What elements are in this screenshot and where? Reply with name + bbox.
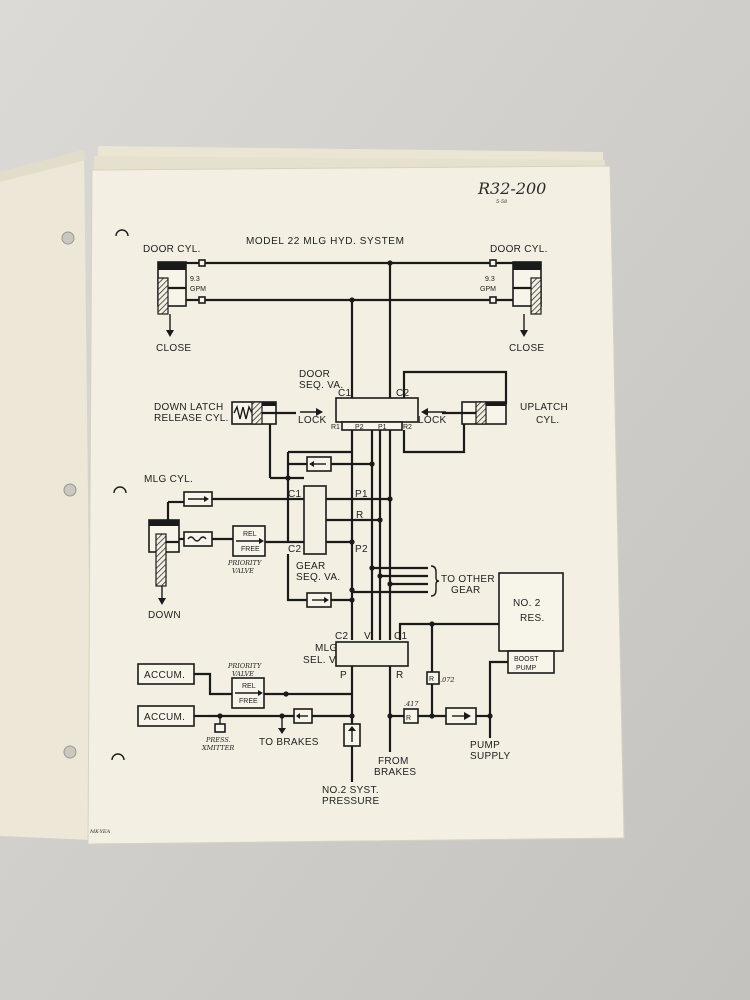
door-seq-label-1: DOOR <box>299 369 330 380</box>
gear-port-r: R <box>356 510 364 521</box>
mlg-selector-valve <box>335 641 409 667</box>
reservoir-label-1: NO. 2 <box>513 598 541 609</box>
gear-seq-lines <box>265 450 393 608</box>
from-brakes-label-1: FROM <box>378 756 409 767</box>
reservoir-label-2: RES. <box>520 613 545 624</box>
close-right-label: CLOSE <box>509 343 544 354</box>
accum-1-label: ACCUM. <box>144 670 185 681</box>
priority-valve-2-free: FREE <box>239 698 258 705</box>
binder-hole-3 <box>63 745 77 759</box>
lock-left-label: LOCK <box>298 415 326 426</box>
gear-seq-label-1: GEAR <box>296 561 326 572</box>
to-other-gear-label-2: GEAR <box>451 585 481 596</box>
binder-hole-2 <box>63 483 77 497</box>
gear-seq-valve <box>303 485 327 555</box>
diagram-title: MODEL 22 MLG HYD. SYSTEM <box>246 236 405 247</box>
sheet-number: R32-200 <box>477 179 546 198</box>
no2-syst-label-2: PRESSURE <box>322 796 379 807</box>
flow-left-unit: GPM <box>190 286 206 293</box>
no2-syst-label-1: NO.2 SYST. <box>322 785 379 796</box>
priority-valve-2-rel: REL <box>242 683 256 690</box>
door-seq-valve <box>335 397 419 431</box>
no2-reservoir <box>498 572 564 674</box>
door-seq-label-2: SEQ. VA. <box>299 380 343 391</box>
priority-valve-2 <box>231 677 265 709</box>
gear-port-c1: C1 <box>288 489 302 500</box>
flow-right-value: 9.3 <box>485 276 495 283</box>
gear-port-p1: P1 <box>355 489 368 500</box>
flow-left-value: 9.3 <box>190 276 200 283</box>
system-lines <box>208 621 508 782</box>
mlg-sel-label-1: MLG <box>315 643 338 654</box>
restrictor-1-value: .072 <box>440 676 454 684</box>
uplatch-label-2: CYL. <box>536 415 559 426</box>
sel-port-p: P <box>340 670 347 681</box>
sheet-hole-mark-3 <box>111 753 125 761</box>
close-arrow-left <box>166 314 174 337</box>
accum-2-label: ACCUM. <box>144 712 185 723</box>
sheet-sub: 5-58 <box>496 199 507 205</box>
mlg-cylinder <box>148 500 184 587</box>
door-seq-port-p2: P2 <box>355 424 364 431</box>
door-lines <box>186 259 513 304</box>
door-seq-port-r2: R2 <box>403 424 412 431</box>
flow-right-unit: GPM <box>480 286 496 293</box>
to-other-gear-label-1: TO OTHER <box>441 574 495 585</box>
to-other-gear-lines <box>352 565 440 597</box>
close-arrow-right <box>520 314 528 337</box>
gear-seq-label-2: SEQ. VA. <box>296 572 340 583</box>
mlg-cyl-label: MLG CYL. <box>144 474 193 485</box>
door-seq-port-c2: C2 <box>396 388 410 399</box>
lock-right-label: LOCK <box>418 415 446 426</box>
sel-port-v: V <box>364 631 371 642</box>
priority-valve-2-label-2: VALVE <box>232 670 254 678</box>
down-arrow <box>158 586 166 605</box>
binder-hole-1 <box>61 231 75 245</box>
door-seq-port-p1: P1 <box>378 424 387 431</box>
priority-valve-1-free: FREE <box>241 546 260 553</box>
gear-port-p2: P2 <box>355 544 368 555</box>
sel-port-r: R <box>396 670 404 681</box>
sheet-hole-mark-1 <box>115 229 129 237</box>
door-cyl-left-label: DOOR CYL. <box>143 244 201 255</box>
down-label: DOWN <box>148 610 181 621</box>
mlg-sel-label-2: SEL. VA. <box>303 655 345 666</box>
sel-port-c2: C2 <box>335 631 349 642</box>
restrictor-1-label: R <box>429 676 434 683</box>
uplatch-label-1: UPLATCH <box>520 402 568 413</box>
priority-valve-2-label-1: PRIORITY <box>227 662 262 670</box>
uplatch-cylinder <box>442 401 507 425</box>
door-cylinder-left <box>157 261 187 315</box>
lock-right-arrow <box>421 408 446 416</box>
restrictor-2-label: R <box>406 715 411 722</box>
pump-supply-label-2: SUPPLY <box>470 751 511 762</box>
press-xmitter-label-2: XMITTER <box>201 744 234 752</box>
left-binder-page <box>0 150 92 840</box>
down-latch-label-1: DOWN LATCH <box>154 402 223 413</box>
door-seq-port-r1: R1 <box>331 424 340 431</box>
down-latch-cylinder <box>231 401 296 425</box>
door-cyl-right-label: DOOR CYL. <box>490 244 548 255</box>
priority-valve-1-label-1: PRIORITY <box>227 559 262 567</box>
down-latch-label-2: RELEASE CYL. <box>154 413 229 424</box>
accum-lines <box>194 672 352 734</box>
lock-left-arrow <box>300 408 323 416</box>
priority-valve-1-label-2: VALVE <box>232 567 254 575</box>
press-xmitter-label-1: PRESS. <box>205 736 231 744</box>
door-seq-port-c1: C1 <box>338 388 352 399</box>
pump-supply-label-1: PUMP <box>470 740 500 751</box>
to-brakes-label: TO BRAKES <box>259 737 319 748</box>
boost-pump-label-1: BOOST <box>514 656 539 663</box>
gear-port-c2: C2 <box>288 544 302 555</box>
restrictor-2-value: .417 <box>404 700 419 708</box>
sheet-hole-mark-2 <box>113 486 127 494</box>
close-left-label: CLOSE <box>156 343 191 354</box>
from-brakes-label-2: BRAKES <box>374 767 416 778</box>
door-cylinder-right <box>512 261 542 315</box>
priority-valve-1-rel: REL <box>243 531 257 538</box>
corner-mark: MK-YEA <box>89 829 111 835</box>
boost-pump-label-2: PUMP <box>516 665 537 672</box>
